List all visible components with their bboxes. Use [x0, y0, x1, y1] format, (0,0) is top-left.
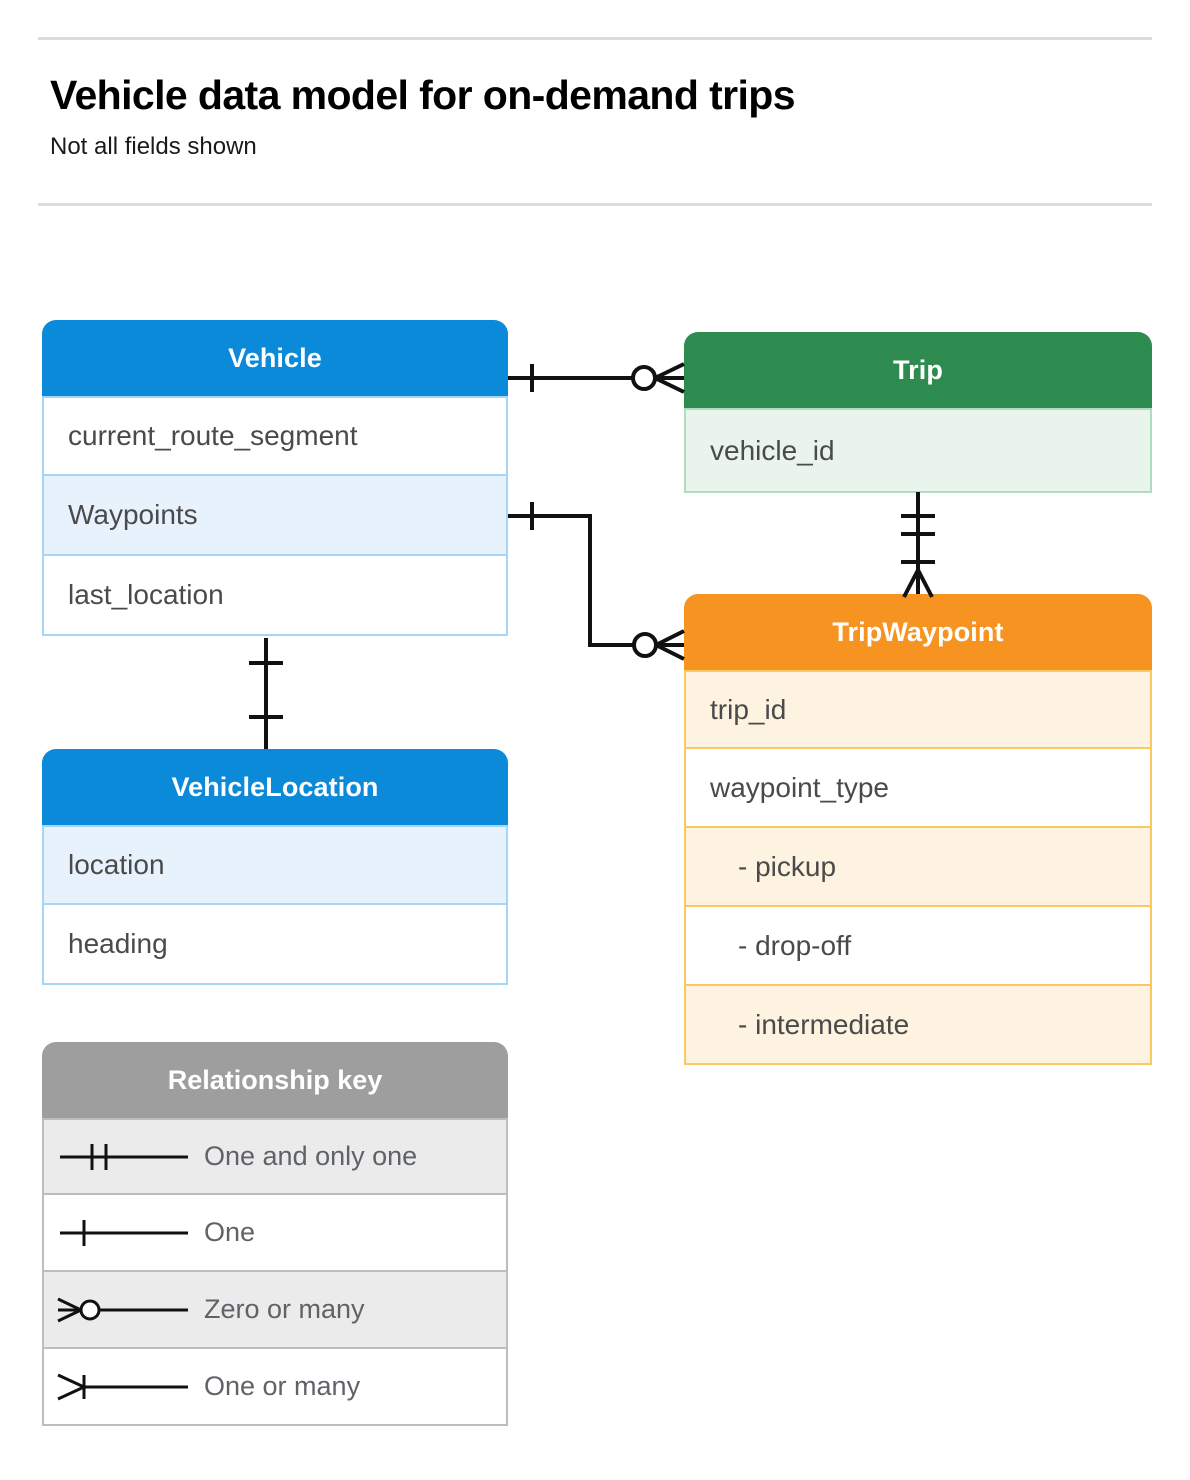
entity-vehicle-title: Vehicle [228, 342, 322, 373]
legend-label-one-or-many: One or many [204, 1371, 361, 1401]
entity-vehicle-location-fields: location heading [42, 825, 508, 985]
field-waypoints[interactable]: Waypoints [42, 476, 508, 556]
connector-vehicle-trip [508, 362, 685, 394]
entity-vehicle-fields: current_route_segment Waypoints last_loc… [42, 396, 508, 636]
entity-trip-title: Trip [893, 354, 943, 385]
legend-row-one-and-only-one: One and only one [42, 1118, 508, 1195]
legend-label-zero-or-many: Zero or many [204, 1294, 365, 1324]
field-waypoint-type-intermediate[interactable]: - intermediate [684, 986, 1152, 1065]
legend-title: Relationship key [167, 1064, 383, 1095]
one-symbol-icon [44, 1213, 204, 1253]
legend-row-zero-or-many: Zero or many [42, 1272, 508, 1349]
entity-trip-waypoint-title: TripWaypoint [832, 616, 1004, 647]
field-trip-id[interactable]: trip_id [684, 670, 1152, 749]
legend-header: Relationship key [42, 1042, 508, 1118]
page-subtitle: Not all fields shown [50, 133, 257, 160]
entity-vehicle-header: Vehicle [42, 320, 508, 396]
entity-trip-header: Trip [684, 332, 1152, 408]
field-last-location[interactable]: last_location [42, 556, 508, 636]
top-divider [38, 37, 1152, 40]
field-waypoint-type-pickup[interactable]: - pickup [684, 828, 1152, 907]
field-waypoint-type[interactable]: waypoint_type [684, 749, 1152, 828]
connector-trip-tripwaypoint [901, 492, 935, 598]
field-current-route-segment[interactable]: current_route_segment [42, 396, 508, 476]
entity-trip-waypoint[interactable]: TripWaypoint trip_id waypoint_type - pic… [684, 594, 1152, 1065]
field-heading[interactable]: heading [42, 905, 508, 985]
entity-vehicle-location-header: VehicleLocation [42, 749, 508, 825]
connector-vehicle-vehiclelocation [249, 638, 283, 749]
entity-trip-waypoint-header: TripWaypoint [684, 594, 1152, 670]
legend-label-one-and-only-one: One and only one [204, 1141, 418, 1171]
entity-trip-waypoint-fields: trip_id waypoint_type - pickup - drop-of… [684, 670, 1152, 1065]
entity-trip[interactable]: Trip vehicle_id [684, 332, 1152, 493]
one-and-only-one-symbol-icon [44, 1137, 204, 1177]
field-vehicle-id[interactable]: vehicle_id [684, 408, 1152, 493]
page-title: Vehicle data model for on-demand trips [50, 72, 796, 118]
legend-row-one-or-many: One or many [42, 1349, 508, 1426]
legend-label-one: One [204, 1217, 256, 1247]
entity-vehicle[interactable]: Vehicle current_route_segment Waypoints … [42, 320, 508, 636]
connector-waypoints-tripwaypoint [508, 502, 685, 661]
entity-vehicle-location-title: VehicleLocation [171, 771, 379, 802]
zero-or-many-symbol-icon [44, 1290, 204, 1330]
field-location[interactable]: location [42, 825, 508, 905]
legend-row-one: One [42, 1195, 508, 1272]
entity-vehicle-location[interactable]: VehicleLocation location heading [42, 749, 508, 985]
relationship-key-legend: Relationship key One and only one One [42, 1042, 508, 1426]
bottom-divider [38, 203, 1152, 206]
field-waypoint-type-dropoff[interactable]: - drop-off [684, 907, 1152, 986]
one-or-many-symbol-icon [44, 1367, 204, 1407]
entity-trip-fields: vehicle_id [684, 408, 1152, 493]
